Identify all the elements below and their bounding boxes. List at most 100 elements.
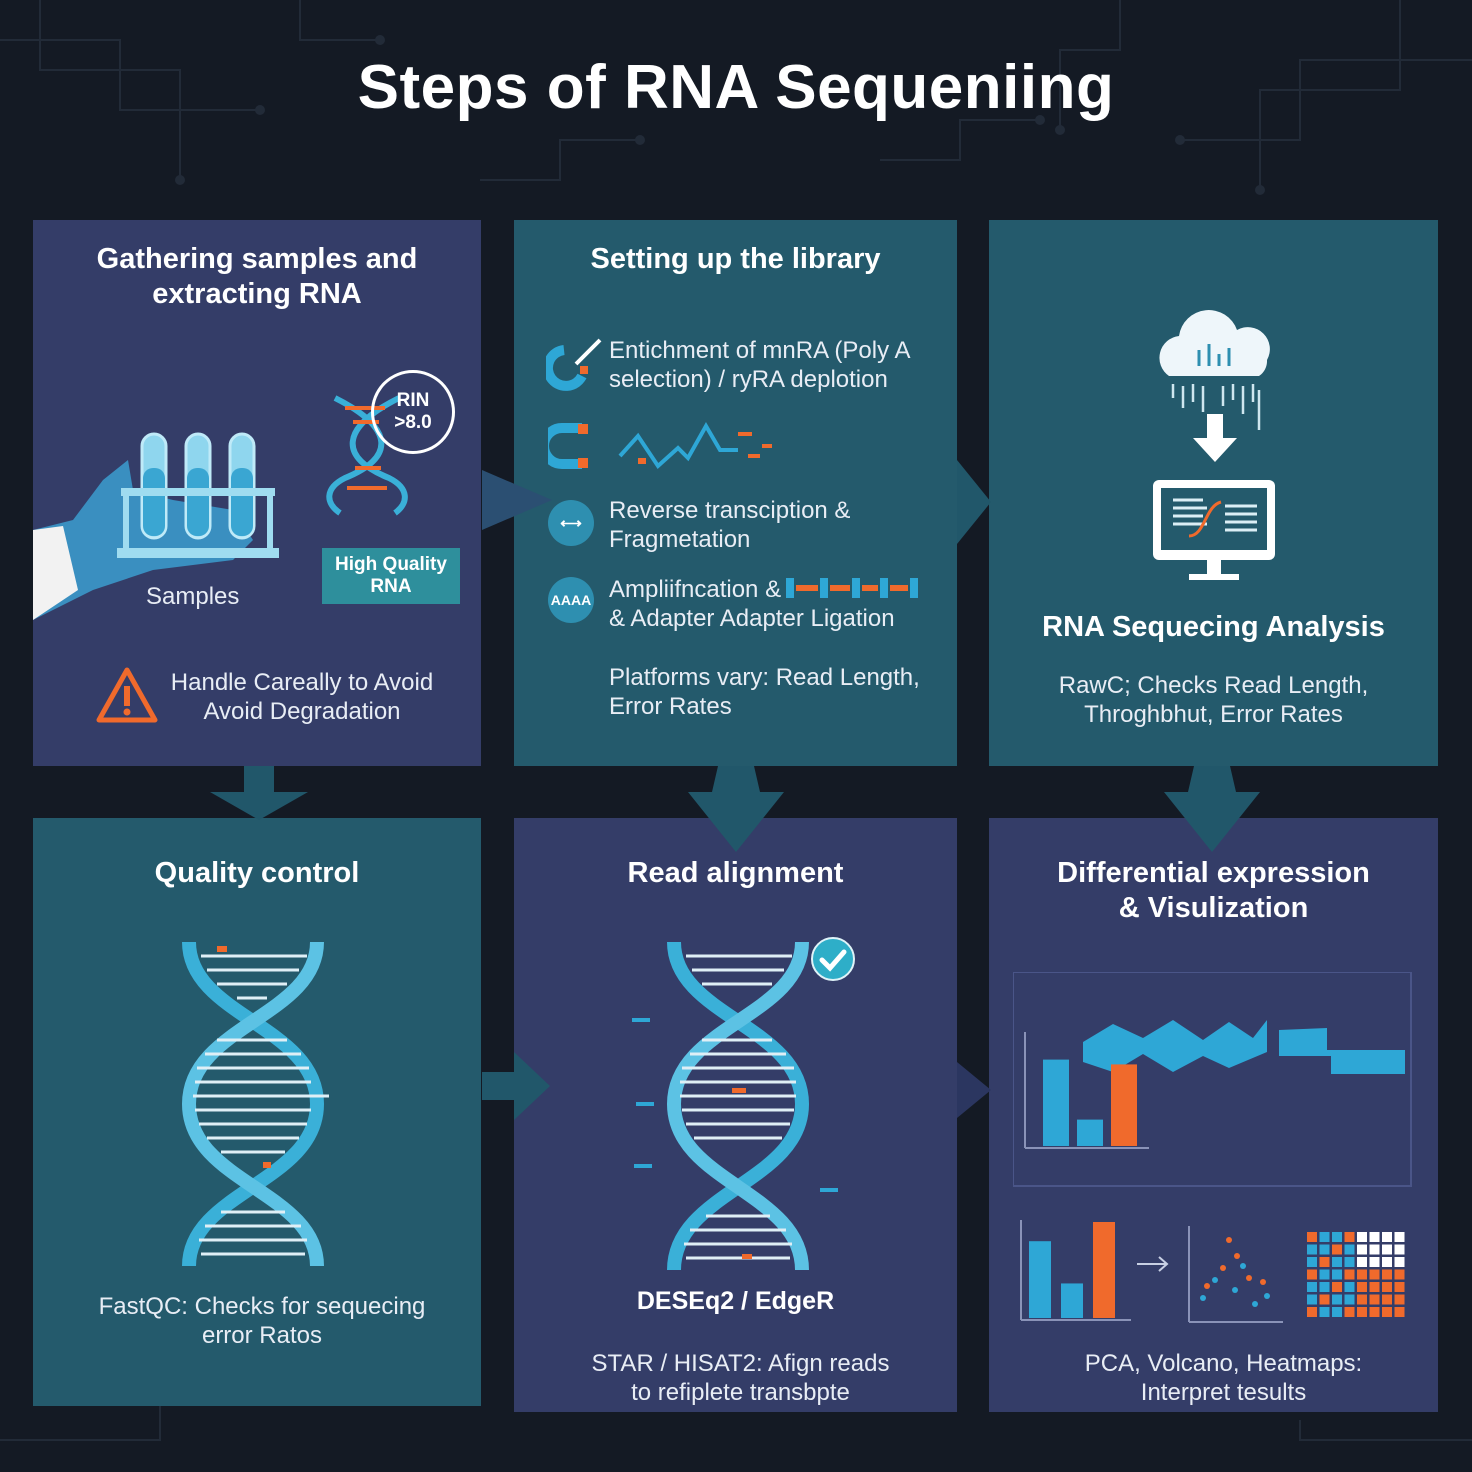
dna-helix-icon [666, 941, 810, 1271]
panel-title: RNA Sequecing Analysis [1042, 611, 1385, 643]
description-line: FastQC: Checks for sequecing [98, 1293, 426, 1320]
panel-title: Setting up the library [590, 243, 881, 275]
heatmap-cell [1357, 1282, 1367, 1292]
item-line: Platforms vary: Read Length, [609, 664, 920, 691]
flow-arrow-down [210, 766, 308, 820]
heatmap-cell [1307, 1307, 1317, 1317]
heatmap-cell [1369, 1294, 1380, 1305]
right-arrow-icon [1137, 1256, 1169, 1272]
heatmap-cell [1369, 1269, 1380, 1280]
heatmap-cell [1332, 1232, 1342, 1242]
heatmap-cell [1382, 1269, 1392, 1280]
rin-badge: RIN >8.0 [371, 370, 455, 454]
heatmap-cell [1307, 1282, 1317, 1292]
description-line: RawC; Checks Read Length, [1058, 672, 1369, 699]
chart-bar [1111, 1064, 1137, 1146]
panel-title: Read alignment [627, 857, 844, 889]
heatmap-cell [1357, 1232, 1367, 1242]
flow-arrow-down [688, 766, 784, 852]
description-line: PCA, Volcano, Heatmaps: [1084, 1350, 1363, 1377]
heatmap-cell [1394, 1244, 1405, 1255]
panel-sample-extraction: Gathering samples and extracting RNA Sam… [33, 220, 481, 766]
down-arrow-icon [1193, 414, 1237, 462]
heatmap-cell [1382, 1244, 1392, 1255]
heatmap-cell [1344, 1307, 1355, 1317]
check-icon [811, 937, 855, 981]
heatmap-cell [1394, 1282, 1405, 1292]
dna-helix-icon [181, 941, 329, 1267]
bar-chart-icon [1013, 972, 1412, 1187]
flow-arrow-right [482, 470, 552, 530]
warning-line: Avoid Degradation [203, 698, 401, 725]
item-line: Error Rates [609, 693, 732, 720]
heatmap-cell [1344, 1257, 1355, 1267]
heatmap-cell [1394, 1294, 1405, 1305]
heatmap-cell [1307, 1232, 1317, 1242]
heatmap-cell [1394, 1307, 1405, 1317]
small-bar-chart-icon [1020, 1220, 1131, 1321]
cloud-data-icon [1159, 310, 1270, 430]
item-line: Reverse transciption & [609, 497, 851, 524]
heatmap-cell [1369, 1257, 1380, 1267]
heatmap-cell [1319, 1269, 1330, 1280]
qc-description: FastQC: Checks for sequecing error Ratos [33, 1292, 481, 1350]
panel-quality-control: Quality control FastQC: Checks for seque… [33, 818, 481, 1406]
heatmap-cell [1319, 1282, 1330, 1292]
heatmap-cell [1357, 1257, 1367, 1267]
read-fragments-icon [632, 1018, 838, 1192]
description-line: STAR / HISAT2: Afign reads [591, 1350, 890, 1377]
description-line: error Ratos [201, 1322, 323, 1349]
heatmap-cell [1319, 1294, 1330, 1305]
heatmap-cell [1369, 1232, 1380, 1242]
heatmap-cell [1382, 1307, 1392, 1317]
panel-differential-expression: Differential expression & Visulization P… [989, 818, 1438, 1412]
heatmap-cell [1382, 1257, 1392, 1267]
panel-title: Quality control [154, 857, 360, 889]
dexp-description: PCA, Volcano, Heatmaps: Interpret tesult… [989, 1349, 1438, 1407]
heatmap-cell [1319, 1307, 1330, 1317]
gloved-hand-icon [33, 460, 253, 620]
warning-icon [96, 667, 158, 723]
heatmap-cell [1344, 1282, 1355, 1292]
test-tube-rack-icon [117, 432, 279, 558]
badge-line: RNA [370, 576, 412, 597]
heatmap-cell [1357, 1269, 1367, 1280]
heatmap-cell [1319, 1232, 1330, 1242]
double-arrow-icon: ⟷ [548, 500, 594, 546]
panel-read-alignment: Read alignment DESEq2 / EdgeR STAR / HIS… [514, 818, 957, 1412]
library-item-platforms: Platforms vary: Read Length, Error Rates [609, 663, 920, 721]
library-item-enrichment: Entichment of mnRA (Poly A selection) / … [609, 336, 910, 394]
warning-text: Handle Careally to Avoid Avoid Degradati… [163, 668, 441, 726]
panel-title: Gathering samples and extracting RNA [33, 242, 481, 312]
heatmap-cell [1357, 1307, 1367, 1317]
high-quality-badge: High Quality RNA [322, 548, 460, 604]
heatmap-cell [1357, 1244, 1367, 1255]
magnet-icon [546, 338, 602, 391]
heatmap-cell [1394, 1232, 1405, 1242]
rin-value: >8.0 [394, 412, 432, 433]
warning-line: Handle Careally to Avoid [170, 669, 434, 696]
description-line: to refiplete transbpte [631, 1379, 850, 1406]
panel-title: Differential expression & Visulization [989, 856, 1438, 926]
heatmap-cell [1332, 1257, 1342, 1267]
heatmap-cell [1344, 1269, 1355, 1280]
chart-bar [1093, 1222, 1115, 1318]
heatmap-cell [1319, 1257, 1330, 1267]
heatmap-icon [1307, 1232, 1405, 1317]
panel-sequencing-analysis: RNA Sequecing Analysis RawC; Checks Read… [989, 220, 1438, 766]
heatmap-cell [1307, 1257, 1317, 1267]
heatmap-cell [1369, 1244, 1380, 1255]
item-line: & Adapter Adapter Ligation [609, 605, 895, 632]
panel-title-line: extracting RNA [152, 278, 362, 310]
panel-title-line: Gathering samples and [96, 243, 418, 275]
adapter-chain-icon [786, 578, 918, 598]
flow-arrow-right [957, 1062, 991, 1118]
heatmap-cell [1369, 1282, 1380, 1292]
heatmap-cell [1344, 1232, 1355, 1242]
chart-bar [1029, 1241, 1051, 1318]
monitor-icon [1153, 480, 1275, 580]
heatmap-cell [1394, 1269, 1405, 1280]
heatmap-cell [1332, 1294, 1342, 1305]
alignment-description: STAR / HISAT2: Afign reads to refiplete … [514, 1349, 957, 1407]
description-line: Throghbhut, Error Rates [1084, 701, 1343, 728]
